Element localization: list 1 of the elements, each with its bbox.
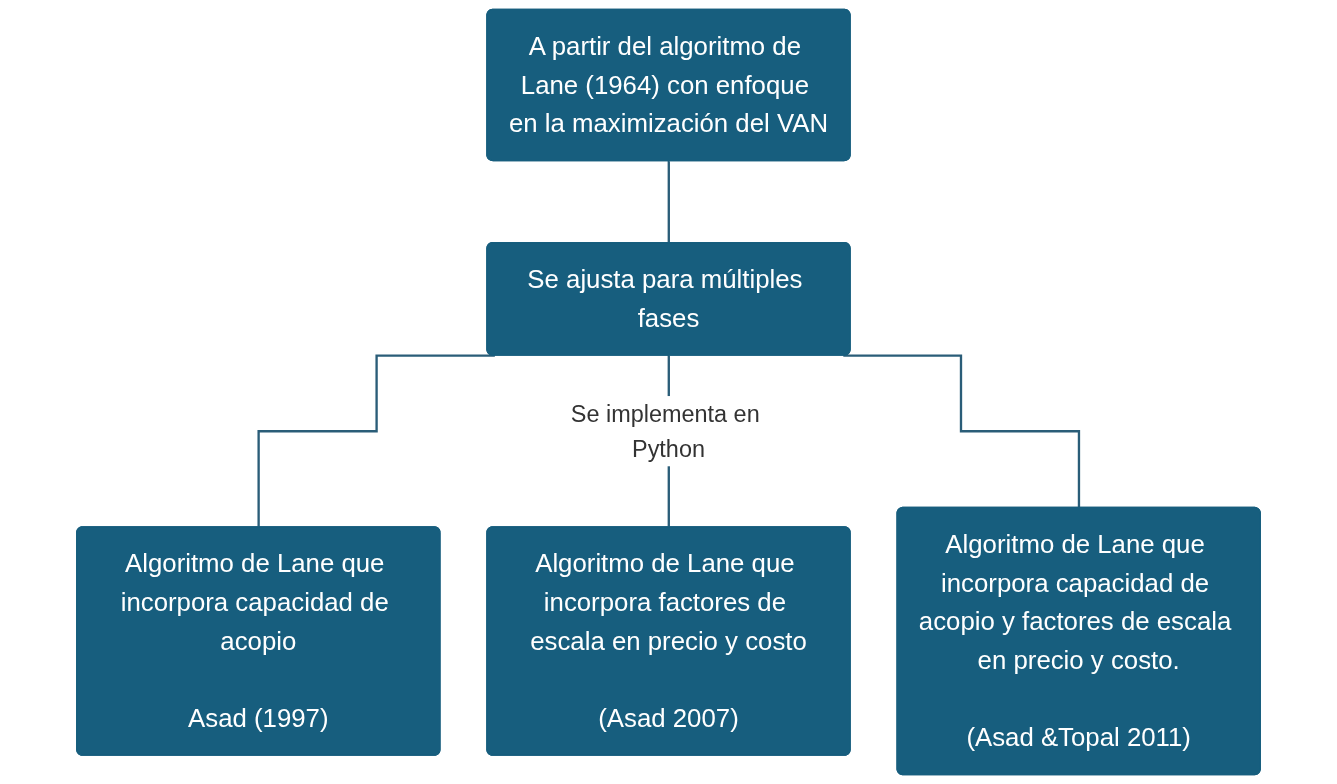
edge-label: Se implementa en Python bbox=[570, 400, 760, 462]
